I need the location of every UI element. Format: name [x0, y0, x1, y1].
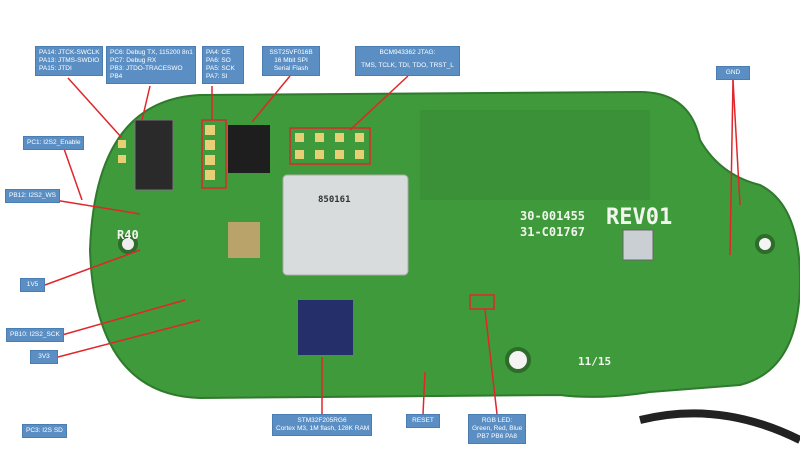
label-pc3: PC3: I2S SD — [22, 424, 67, 438]
flash-chip — [228, 125, 270, 173]
label-line: BCM943362 JTAG: — [379, 49, 436, 56]
label-line: RGB LED: — [481, 417, 513, 424]
label-line: PA7: SI — [206, 73, 228, 80]
mount-hole — [755, 234, 775, 254]
board-part-number: 30-001455 — [520, 209, 586, 223]
label-line: Green, Red, Blue — [472, 425, 523, 432]
board-part-number-2: 31-C01767 — [520, 225, 586, 239]
label-line: PA13: JTMS-SWDIO — [39, 57, 100, 64]
antenna-area — [420, 110, 650, 200]
label-pb12: PB12: I2S2_WS — [5, 189, 60, 203]
label-line: PB4 — [110, 73, 123, 80]
mcu-chip — [298, 300, 353, 355]
wifi-module — [282, 174, 409, 276]
crystal — [228, 222, 260, 258]
label-line: PC7: Debug RX — [110, 57, 157, 64]
label-debug: PC6: Debug TX, 115200 8n1 PC7: Debug RX … — [106, 46, 196, 84]
label-line: PA4: CE — [206, 49, 231, 56]
label-spi: PA4: CE PA6: SO PA5: SCK PA7: SI — [202, 46, 244, 84]
module-marking: 850161 — [318, 195, 351, 205]
board-r40: R40 — [117, 228, 139, 242]
label-line: PA14: JTCK-SWCLK — [39, 49, 100, 56]
label-bcm-jtag: BCM943362 JTAG: TMS, TCLK, TDI, TDO, TRS… — [355, 46, 460, 76]
label-3v3: 3V3 — [30, 350, 58, 364]
test-pads — [118, 125, 364, 180]
label-line: TMS, TCLK, TDI, TDO, TRST_L — [361, 62, 454, 69]
label-pc1: PC1: I2S2_Enable — [23, 136, 85, 150]
mount-hole — [505, 347, 531, 373]
label-line: Serial Flash — [273, 65, 309, 72]
label-rgb-led: RGB LED: Green, Red, Blue PB7 PB6 PA8 — [468, 414, 526, 444]
label-reset: RESET — [406, 414, 440, 428]
leader-lines — [29, 75, 741, 415]
reset-button-photo — [622, 229, 654, 261]
label-line: Cortex M3, 1M flash, 128K RAM — [276, 425, 370, 432]
label-line: PA6: SO — [206, 57, 231, 64]
board-revision: REV01 — [606, 205, 673, 230]
label-line: PC6: Debug TX, 115200 8n1 — [110, 49, 193, 56]
board-date: 11/15 — [578, 355, 612, 368]
highlight-boxes — [201, 119, 495, 310]
connector — [134, 119, 174, 191]
label-pb10: PB10: I2S2_SCK — [6, 328, 64, 342]
label-mcu: STM32F205RG6 Cortex M3, 1M flash, 128K R… — [272, 414, 372, 436]
label-line: 16 Mbit SPI — [274, 57, 308, 64]
label-gnd: GND — [716, 66, 750, 80]
cable — [639, 409, 800, 444]
label-flash: SST25VF016B 16 Mbit SPI Serial Flash — [262, 46, 320, 76]
label-1v5: 1V5 — [20, 278, 45, 292]
mount-hole — [118, 234, 138, 254]
label-line: PA5: SCK — [206, 65, 235, 72]
label-line: PA15: JTDI — [39, 65, 72, 72]
label-line: STM32F205RG6 — [297, 417, 347, 424]
label-jtag-swd: PA14: JTCK-SWCLK PA13: JTMS-SWDIO PA15: … — [35, 46, 103, 76]
label-line: SST25VF016B — [269, 49, 313, 56]
label-line: PB7 PB6 PA8 — [477, 433, 517, 440]
label-line: PB3: JTDO-TRACESWO — [110, 65, 183, 72]
